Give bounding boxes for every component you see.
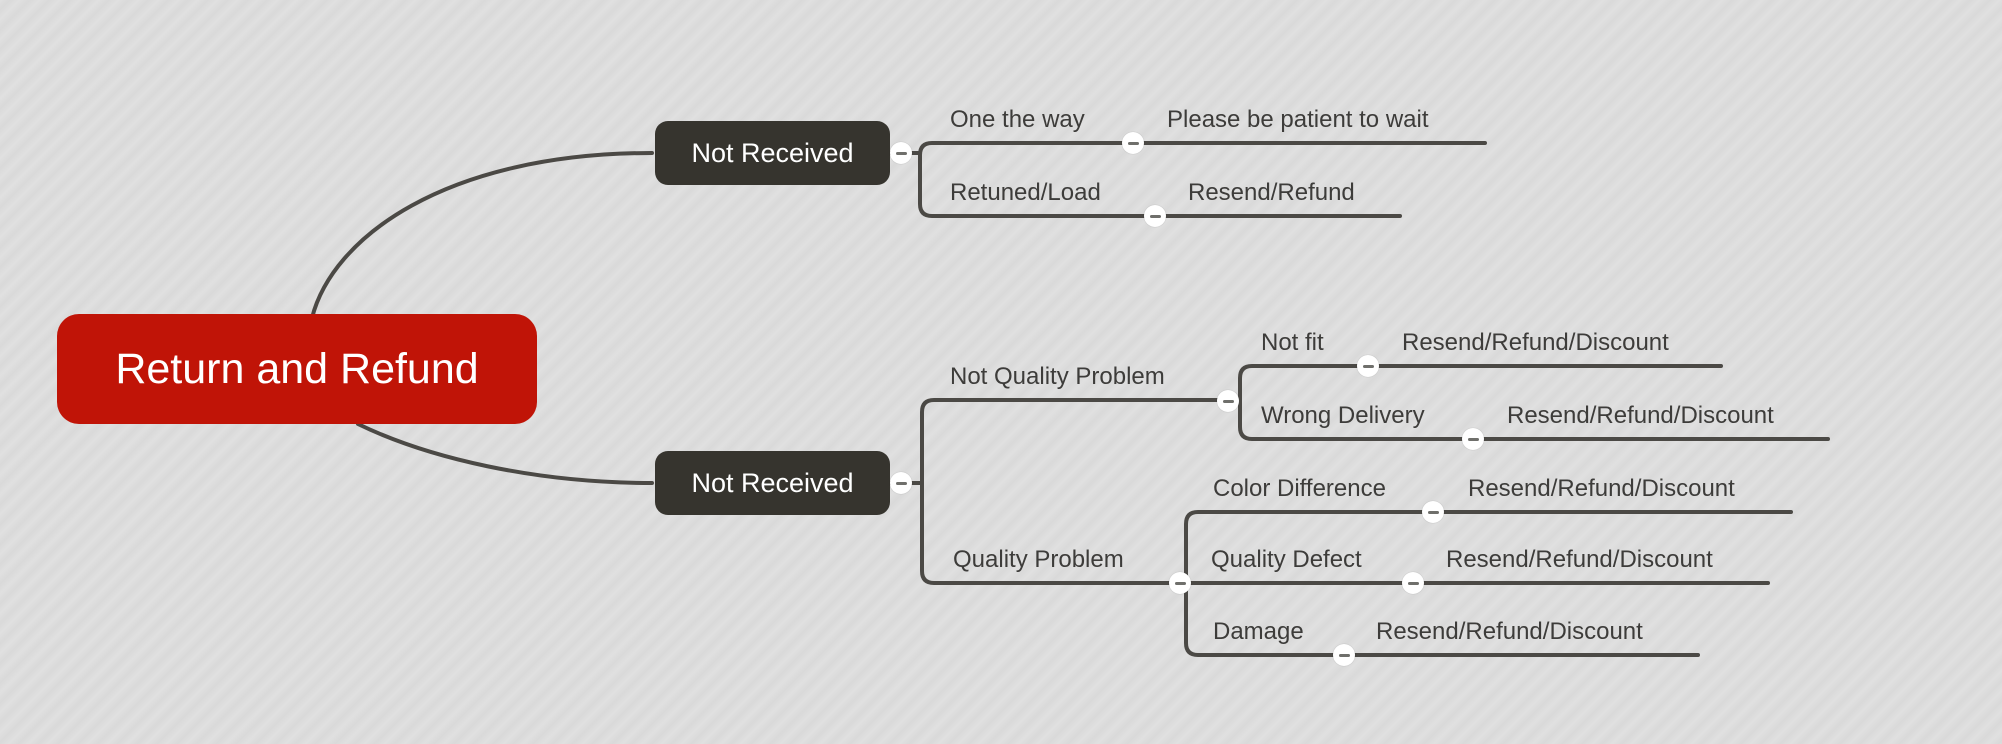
collapse-button-wrong-delivery[interactable]	[1462, 428, 1484, 450]
minus-icon	[895, 481, 907, 485]
bracket-branch-1	[920, 398, 1242, 585]
curve-root-to-branch-0	[310, 151, 654, 320]
collapse-button-not-quality-problem[interactable]	[1217, 390, 1239, 412]
topic-not-quality-problem[interactable]: Not Quality Problem	[950, 363, 1165, 391]
topic-damage-remedy[interactable]: Resend/Refund/Discount	[1376, 618, 1643, 646]
topic-retuned-load[interactable]: Retuned/Load	[950, 179, 1101, 207]
topic-wrong-delivery-remedy[interactable]: Resend/Refund/Discount	[1507, 402, 1774, 430]
branch-node-not-received-bottom[interactable]: Not Received	[655, 451, 890, 515]
topic-one-the-way[interactable]: One the way	[950, 106, 1085, 134]
collapse-button-retuned-load[interactable]	[1144, 205, 1166, 227]
minus-icon	[1362, 364, 1374, 368]
topic-damage[interactable]: Damage	[1213, 618, 1304, 646]
branch-node-not-received-top[interactable]: Not Received	[655, 121, 890, 185]
collapse-button-branch-0[interactable]	[890, 142, 912, 164]
topic-color-difference-remedy[interactable]: Resend/Refund/Discount	[1468, 475, 1735, 503]
minus-icon	[1174, 581, 1186, 585]
bracket-not-quality-problem	[1238, 364, 1830, 441]
collapse-button-quality-defect[interactable]	[1402, 572, 1424, 594]
topic-please-be-patient[interactable]: Please be patient to wait	[1167, 106, 1429, 134]
minus-icon	[1427, 510, 1439, 514]
collapse-button-branch-1[interactable]	[890, 472, 912, 494]
collapse-button-quality-problem[interactable]	[1169, 572, 1191, 594]
collapse-button-one-the-way[interactable]	[1122, 132, 1144, 154]
root-topic-node[interactable]: Return and Refund	[57, 314, 537, 424]
minus-icon	[1149, 214, 1161, 218]
minus-icon	[1338, 653, 1350, 657]
collapse-button-damage[interactable]	[1333, 644, 1355, 666]
topic-quality-defect-remedy[interactable]: Resend/Refund/Discount	[1446, 546, 1713, 574]
collapse-button-not-fit[interactable]	[1357, 355, 1379, 377]
minus-icon	[1222, 399, 1234, 403]
minus-icon	[895, 151, 907, 155]
minus-icon	[1127, 141, 1139, 145]
topic-wrong-delivery[interactable]: Wrong Delivery	[1261, 402, 1425, 430]
minus-icon	[1407, 581, 1419, 585]
topic-color-difference[interactable]: Color Difference	[1213, 475, 1386, 503]
topic-quality-defect[interactable]: Quality Defect	[1211, 546, 1362, 574]
topic-resend-refund[interactable]: Resend/Refund	[1188, 179, 1355, 207]
collapse-button-color-difference[interactable]	[1422, 501, 1444, 523]
topic-quality-problem[interactable]: Quality Problem	[953, 546, 1124, 574]
bracket-branch-0	[918, 141, 1487, 218]
curve-root-to-branch-1	[356, 422, 654, 485]
topic-not-fit[interactable]: Not fit	[1261, 329, 1324, 357]
topic-not-fit-remedy[interactable]: Resend/Refund/Discount	[1402, 329, 1669, 357]
minus-icon	[1467, 437, 1479, 441]
